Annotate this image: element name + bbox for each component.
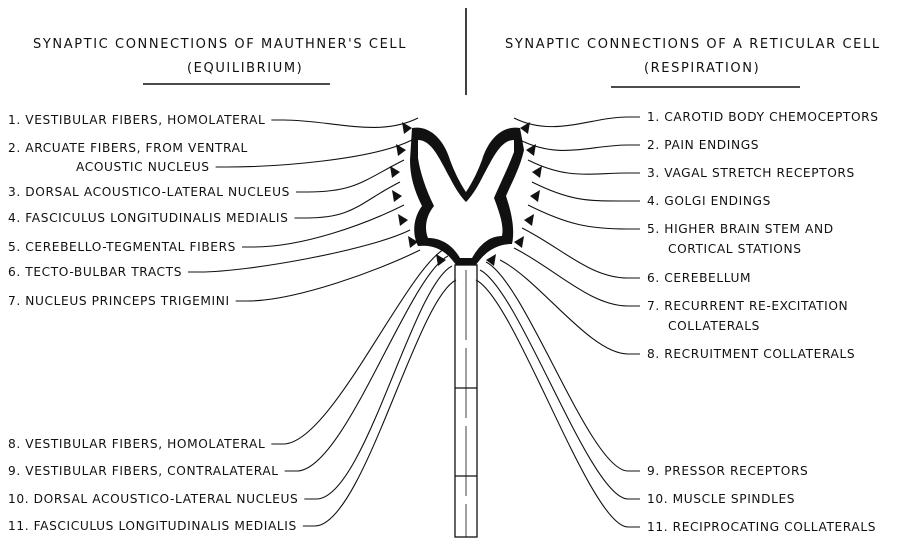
right-connection-label: 8. RECRUITMENT COLLATERALS — [647, 347, 855, 361]
left-connection-label: 2. ARCUATE FIBERS, FROM VENTRAL — [8, 141, 248, 155]
left-connection-label: 9. VESTIBULAR FIBERS, CONTRALATERAL — [8, 464, 279, 478]
right-fiber — [514, 117, 640, 127]
left-connection-label: 11. FASCICULUS LONGITUDINALIS MEDIALIS — [8, 519, 297, 533]
right-connection-label: 10. MUSCLE SPINDLES — [647, 492, 795, 506]
right-fiber — [514, 248, 640, 306]
synaptic-terminal — [514, 236, 524, 248]
right-connection-label: 4. GOLGI ENDINGS — [647, 194, 771, 208]
synaptic-terminal — [390, 166, 400, 178]
right-fiber — [528, 160, 640, 174]
left-connection-label: 10. DORSAL ACOUSTICO-LATERAL NUCLEUS — [8, 492, 298, 506]
right-title: SYNAPTIC CONNECTIONS OF A RETICULAR CELL — [505, 37, 881, 52]
left-connection-label: 1. VESTIBULAR FIBERS, HOMOLATERAL — [8, 113, 265, 127]
right-connection-label: 1. CAROTID BODY CHEMOCEPTORS — [647, 110, 879, 124]
right-fiber — [486, 262, 640, 471]
neuron — [410, 128, 524, 537]
left-fiber — [271, 118, 418, 127]
right-fiber — [476, 280, 640, 527]
right-fiber — [528, 205, 640, 229]
right-fiber — [520, 140, 640, 150]
left-connection-label: ACOUSTIC NUCLEUS — [76, 160, 210, 174]
right-fiber — [522, 228, 640, 278]
right-connection-label: 6. CEREBELLUM — [647, 271, 751, 285]
synaptic-terminal — [486, 254, 496, 266]
synaptic-terminal — [392, 190, 402, 202]
right-subtitle: (RESPIRATION) — [644, 61, 760, 76]
right-connection-label: 11. RECIPROCATING COLLATERALS — [647, 520, 876, 534]
left-connection-label: 8. VESTIBULAR FIBERS, HOMOLATERAL — [8, 437, 265, 451]
synaptic-terminal — [530, 190, 540, 202]
synaptic-terminal — [398, 214, 408, 226]
right-connection-label: 5. HIGHER BRAIN STEM AND — [647, 222, 834, 236]
right-connection-label: 2. PAIN ENDINGS — [647, 138, 759, 152]
left-connection-label: 5. CEREBELLO-TEGMENTAL FIBERS — [8, 240, 236, 254]
left-fiber — [304, 266, 452, 499]
left-title: SYNAPTIC CONNECTIONS OF MAUTHNER'S CELL — [33, 37, 407, 52]
right-connection-label: 9. PRESSOR RECEPTORS — [647, 464, 808, 478]
synaptic-terminal — [520, 122, 530, 134]
left-connection-label: 4. FASCICULUS LONGITUDINALIS MEDIALIS — [8, 211, 288, 225]
synaptic-terminal — [524, 214, 534, 226]
synaptic-terminal — [396, 144, 406, 156]
right-connection-label: 7. RECURRENT RE-EXCITATION — [647, 299, 848, 313]
right-fiber — [532, 182, 640, 201]
right-connection-label: COLLATERALS — [668, 319, 760, 333]
left-connection-label: 6. TECTO-BULBAR TRACTS — [8, 265, 182, 279]
synaptic-terminal — [402, 122, 412, 134]
right-fiber — [500, 260, 640, 354]
left-connection-label: 3. DORSAL ACOUSTICO-LATERAL NUCLEUS — [8, 185, 290, 199]
synaptic-terminal — [532, 166, 542, 178]
left-subtitle: (EQUILIBRIUM) — [187, 61, 303, 76]
left-fiber — [303, 280, 456, 526]
left-fiber — [296, 160, 404, 192]
right-connection-label: 3. VAGAL STRETCH RECEPTORS — [647, 166, 855, 180]
synaptic-terminal — [526, 144, 536, 156]
left-fiber — [236, 250, 420, 301]
right-connection-label: CORTICAL STATIONS — [668, 242, 802, 256]
left-connection-label: 7. NUCLEUS PRINCEPS TRIGEMINI — [8, 294, 230, 308]
left-fiber — [271, 248, 446, 444]
